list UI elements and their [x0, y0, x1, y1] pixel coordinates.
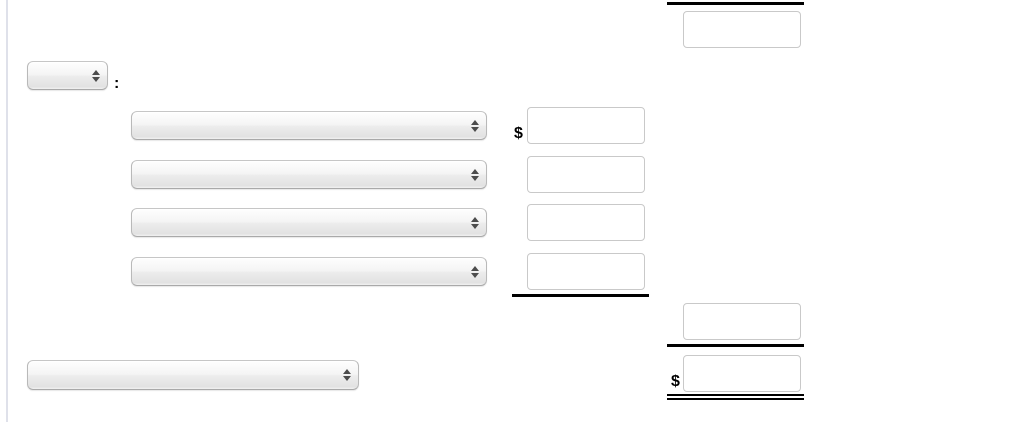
chevron-down-icon [470, 223, 479, 229]
entry-row-4-amount-field[interactable] [527, 253, 645, 290]
stepper-arrows-icon[interactable] [470, 166, 479, 184]
entry-type-colon-label: : [114, 75, 120, 92]
chevron-up-icon [470, 265, 479, 271]
chevron-up-icon [470, 168, 479, 174]
closing-account-select[interactable] [27, 360, 359, 390]
stepper-arrows-icon[interactable] [91, 67, 100, 85]
chevron-up-icon [470, 216, 479, 222]
stepper-arrows-icon[interactable] [470, 117, 479, 135]
summary-top-field[interactable] [683, 11, 801, 48]
summary-grand-total-double-rule [667, 394, 804, 400]
chevron-down-icon [91, 76, 100, 82]
chevron-down-icon [470, 175, 479, 181]
chevron-down-icon [470, 126, 479, 132]
chevron-down-icon [470, 272, 479, 278]
summary-subtotal-rule [667, 344, 804, 347]
entry-row-3-amount-field[interactable] [527, 204, 645, 241]
chevron-down-icon [342, 376, 351, 381]
entry-row-1-account-select[interactable] [131, 111, 487, 140]
stepper-arrows-icon[interactable] [470, 214, 479, 232]
stepper-arrows-icon[interactable] [342, 366, 351, 384]
amount-column-total-rule [512, 294, 649, 297]
entry-row-1-amount-field[interactable] [527, 107, 645, 144]
entry-row-4-account-select[interactable] [131, 257, 487, 286]
entry-row-1-currency-sign: $ [514, 125, 523, 142]
summary-subtotal-field[interactable] [683, 303, 801, 340]
entry-row-2-account-select[interactable] [131, 160, 487, 189]
stepper-arrows-icon[interactable] [470, 263, 479, 281]
summary-header-rule [667, 2, 804, 5]
chevron-up-icon [342, 369, 351, 374]
entry-type-select[interactable] [27, 61, 108, 90]
entry-row-3-account-select[interactable] [131, 208, 487, 237]
page-edge-rule [6, 0, 8, 422]
entry-row-2-amount-field[interactable] [527, 156, 645, 193]
chevron-up-icon [91, 69, 100, 75]
summary-total-field[interactable] [683, 355, 801, 392]
chevron-up-icon [470, 119, 479, 125]
summary-total-currency-sign: $ [671, 373, 680, 390]
